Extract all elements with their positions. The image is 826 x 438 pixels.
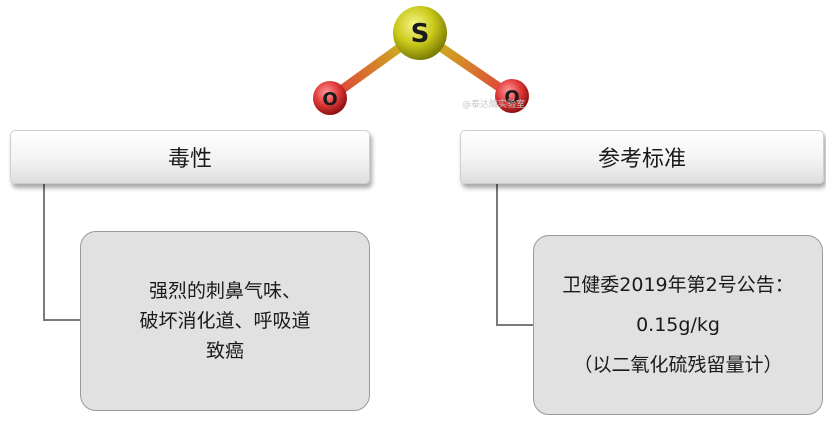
atom-oxygen-right: O (495, 79, 529, 113)
atom-oxygen-right-label: O (504, 87, 519, 108)
toxicity-header: 毒性 (10, 130, 370, 184)
toxicity-line: 破坏消化道、呼吸道 (139, 310, 311, 332)
standard-line: （以二氧化硫残留量计） (573, 354, 783, 376)
connector-left-vertical (43, 184, 45, 321)
standard-line: 0.15g/kg (636, 314, 720, 336)
watermark-text: @泰达酶实验室 (462, 100, 526, 110)
atom-sulfur: S (393, 6, 447, 60)
so2-molecule-diagram: O O S (313, 6, 529, 115)
atom-sulfur-label: S (411, 19, 430, 49)
connector-left-horizontal (43, 319, 80, 321)
standard-header-label: 参考标准 (597, 147, 686, 172)
atom-oxygen-left-label: O (322, 89, 337, 110)
connector-right-vertical (496, 184, 498, 326)
toxicity-line: 致癌 (205, 340, 244, 362)
standard-content-box: 卫健委2019年第2号公告： 0.15g/kg （以二氧化硫残留量计） (533, 235, 823, 415)
atom-oxygen-left: O (313, 81, 347, 115)
standard-line: 卫健委2019年第2号公告： (562, 274, 794, 296)
toxicity-content-box: 强烈的刺鼻气味、 破坏消化道、呼吸道 致癌 (80, 231, 370, 411)
standard-header: 参考标准 (460, 130, 824, 184)
toxicity-line: 强烈的刺鼻气味、 (148, 280, 301, 302)
connector-right-horizontal (496, 324, 533, 326)
toxicity-header-label: 毒性 (167, 147, 212, 172)
